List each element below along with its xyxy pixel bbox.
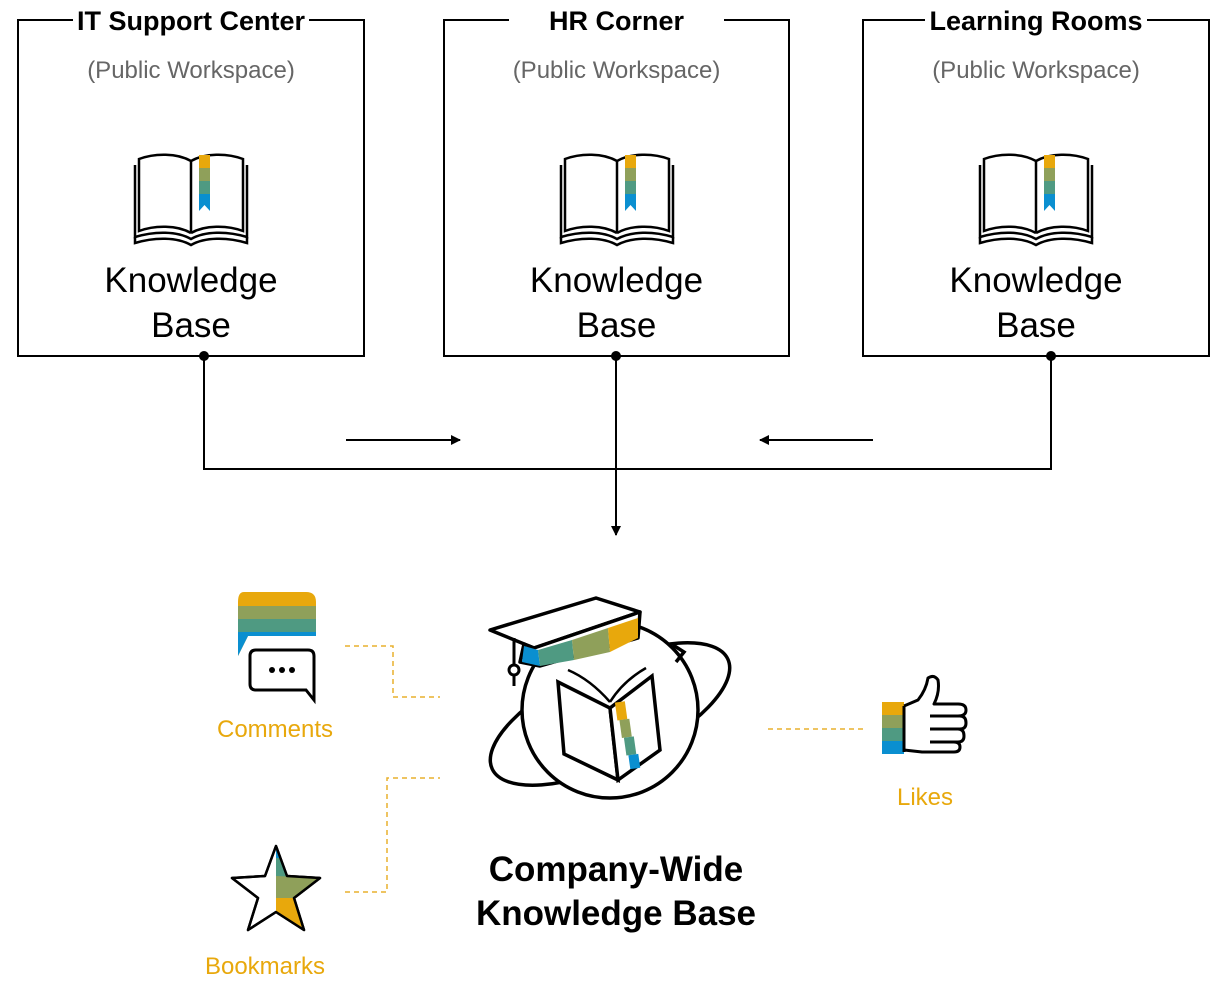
knowledge-globe-icon: [488, 596, 732, 800]
bookmarks-label: Bookmarks: [204, 953, 326, 980]
workspace-subtitle: (Public Workspace): [932, 57, 1140, 84]
feature-dashed-connectors: [345, 645, 864, 893]
likes-label: Likes: [896, 784, 954, 811]
book-icon: [133, 153, 249, 247]
workspace-label-line2: Base: [576, 306, 657, 345]
bookmark-star-icon: [230, 844, 322, 932]
workspace-title: Learning Rooms: [925, 6, 1147, 36]
workspace-label-line2: Base: [996, 306, 1076, 345]
workspace-title: IT Support Center: [73, 6, 309, 36]
workspace-label-line2: Base: [151, 306, 231, 345]
workspace-title: HR Corner: [508, 6, 724, 36]
workspace-box-learning-rooms: Learning Rooms (Public Workspace) Knowle…: [862, 6, 1210, 357]
workspace-box-hr-corner: HR Corner (Public Workspace) Knowledge B…: [443, 6, 790, 357]
workspace-label-line1: Knowledge: [529, 261, 704, 300]
comments-icon: [238, 592, 316, 705]
workspace-label-line1: Knowledge: [949, 261, 1123, 300]
workspace-subtitle: (Public Workspace): [512, 57, 721, 84]
merge-connector: [203, 356, 1052, 536]
comments-label: Comments: [216, 716, 334, 743]
book-icon: [559, 153, 674, 247]
central-title-line1: Company-Wide: [488, 850, 744, 889]
central-title: Company-Wide Knowledge Base: [440, 848, 792, 936]
thumbs-up-icon: [882, 674, 968, 754]
workspace-label-line1: Knowledge: [104, 261, 278, 300]
book-icon: [978, 153, 1094, 247]
workspace-box-it-support: IT Support Center (Public Workspace) Kno…: [17, 6, 365, 357]
central-title-line2: Knowledge Base: [475, 894, 757, 933]
workspace-subtitle: (Public Workspace): [87, 57, 295, 84]
